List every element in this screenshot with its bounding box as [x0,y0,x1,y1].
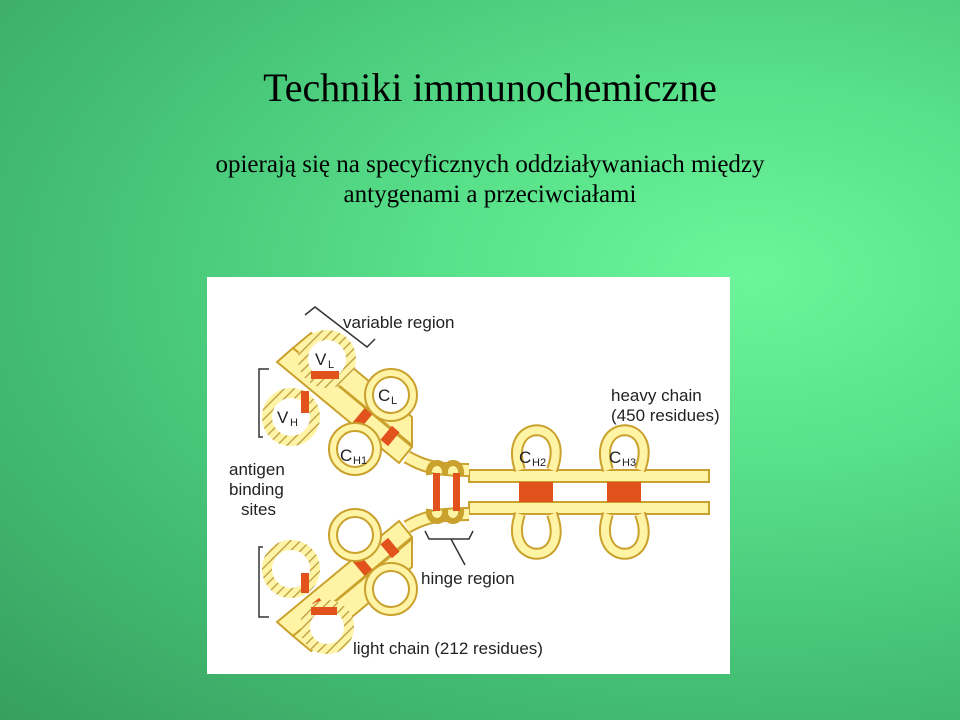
ch2-loop [511,424,562,560]
heavy-chain-lower-stem [468,501,710,515]
heavy-chain-label-2: (450 residues) [611,406,720,425]
slide-title: Techniki immunochemiczne [263,65,717,110]
cl-domain: C L [364,368,418,422]
vh-label-sub: H [290,417,298,429]
antigen-label-1: antigen [229,460,285,479]
variable-region-label: variable region [343,313,455,332]
antigen-label-3: sites [241,500,276,519]
vh-domain: V H [262,388,320,446]
hinge-region-bracket [424,530,474,566]
slide-subtitle: opierają się na specyficznych oddziaływa… [0,150,960,210]
ch2-label: C [519,448,531,467]
subtitle-line-2: antygenami a przeciwciałami [343,181,637,208]
lower-vl-domain [300,600,354,654]
disulfide-band-ch2 [519,482,553,502]
subtitle-line-1: opierają się na specyficznych oddziaływa… [215,151,765,178]
ch3-label-sub: H3 [622,457,636,469]
variable-region-bracket [304,306,376,348]
ch2-label-sub: H2 [532,457,546,469]
disulfide-band-ch3 [607,482,641,502]
ch1-label-sub: H1 [353,455,367,467]
ch3-label: C [609,448,621,467]
cl-label-sub: L [391,395,397,407]
vh-label: V [277,408,289,427]
antigen-sites-bracket [258,368,269,618]
antibody-diagram: V L V H C L C H1 [207,277,730,674]
vl-domain: V L [298,330,356,388]
antigen-label-2: binding [229,480,284,499]
light-chain-label: light chain (212 residues) [353,639,543,658]
hinge-disulfide-1 [433,473,440,511]
heavy-chain-label-1: heavy chain [611,386,702,405]
heavy-chain-upper-stem [468,469,710,483]
vl-label: V [315,350,327,369]
cl-label: C [378,386,390,405]
heavy-chain-stems [468,469,710,515]
ch1-domain: C H1 [328,422,382,476]
antibody-diagram-svg: V L V H C L C H1 [229,306,720,658]
ch3-loop [599,424,650,560]
hinge-region-label: hinge region [421,569,515,588]
vl-label-sub: L [328,359,334,371]
hinge-disulfide-2 [453,473,460,511]
hinge [403,450,470,534]
ch1-label: C [340,446,352,465]
lower-fab-arm [262,508,418,654]
